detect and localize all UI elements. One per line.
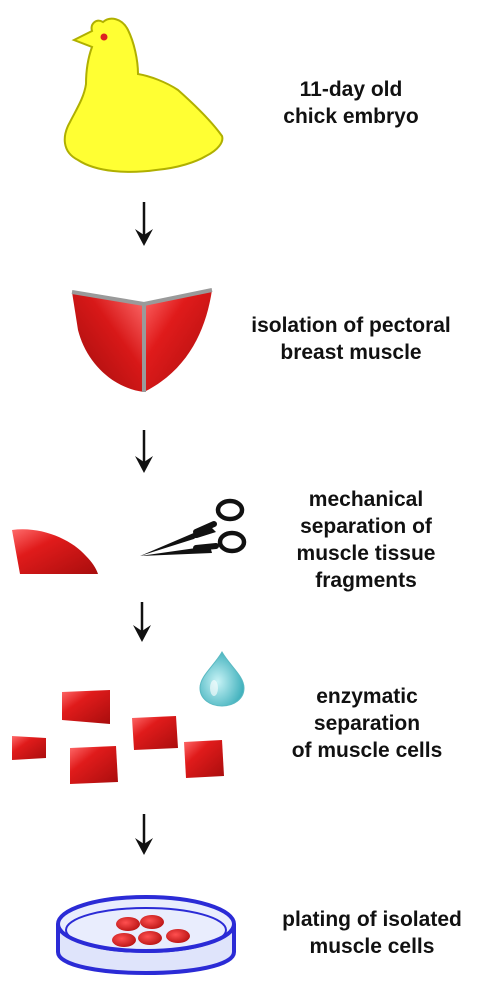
arrow-down-icon <box>135 202 153 246</box>
step-5-label: plating of isolated muscle cells <box>282 908 462 958</box>
scissors-icon <box>140 498 247 556</box>
petri-dish-icon <box>56 895 236 975</box>
arrow-down-icon <box>135 814 153 855</box>
step-2-label: isolation of pectoral breast muscle <box>251 314 451 364</box>
muscle-icon <box>71 288 213 392</box>
enzyme-drop-icon <box>199 650 245 707</box>
muscle-pieces-icon <box>12 690 224 784</box>
arrow-down-icon <box>133 602 151 642</box>
arrow-down-icon <box>135 430 153 473</box>
step-3-label: mechanical separation of muscle tissue f… <box>296 488 436 592</box>
chick-icon <box>63 17 224 173</box>
tissue-fragment-icon <box>12 529 98 574</box>
step-1-label: 11-day old chick embryo <box>283 78 419 128</box>
step-4-label: enzymatic separation of muscle cells <box>291 685 443 762</box>
